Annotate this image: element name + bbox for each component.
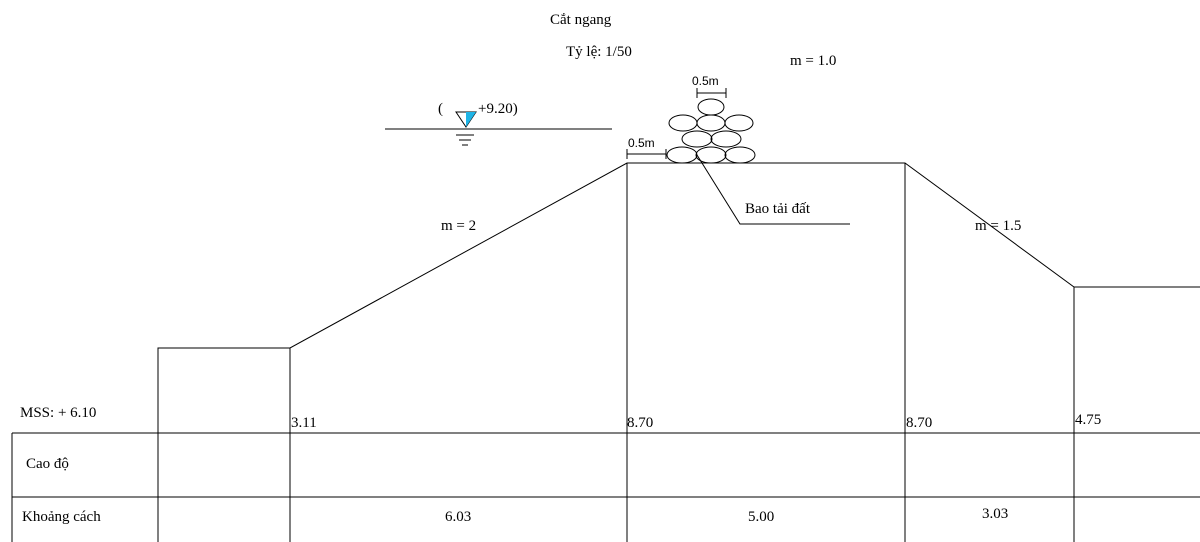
elevation-value: 4.75	[1075, 412, 1102, 428]
distance-value: 3.03	[982, 506, 1009, 522]
elevation-value: 8.70	[627, 415, 654, 431]
water-level-open-paren: (	[438, 101, 443, 117]
water-level-label: +9.20)	[478, 101, 518, 117]
left-slope-label: m = 2	[441, 218, 477, 234]
bag-label: Bao tải đất	[745, 201, 810, 217]
drawing-title: Cắt ngang	[550, 12, 612, 28]
right-slope-label: m = 1.5	[975, 218, 1022, 234]
distance-value: 6.03	[445, 509, 472, 525]
bag-label-leader	[696, 154, 850, 225]
water-level-icon-fill	[466, 112, 476, 127]
row-label-elevation: Cao độ	[26, 456, 69, 472]
datum-label: MSS: + 6.10	[20, 405, 97, 421]
distance-value: 5.00	[748, 509, 775, 525]
ground-profile	[157, 162, 1200, 542]
elevation-value: 3.11	[291, 415, 317, 431]
bag-top-width-label: 0.5m	[692, 74, 719, 88]
elevation-value: 8.70	[906, 415, 933, 431]
bag-slope-label: m = 1.0	[790, 53, 837, 69]
bag-offset-dimension	[626, 149, 667, 159]
sandbag-stack	[666, 98, 756, 164]
row-label-distance: Khoảng cách	[22, 509, 101, 525]
bag-width-dimension	[696, 88, 727, 98]
drawing-scale: Tỷ lệ: 1/50	[566, 44, 632, 60]
bag-offset-label: 0.5m	[628, 136, 655, 150]
